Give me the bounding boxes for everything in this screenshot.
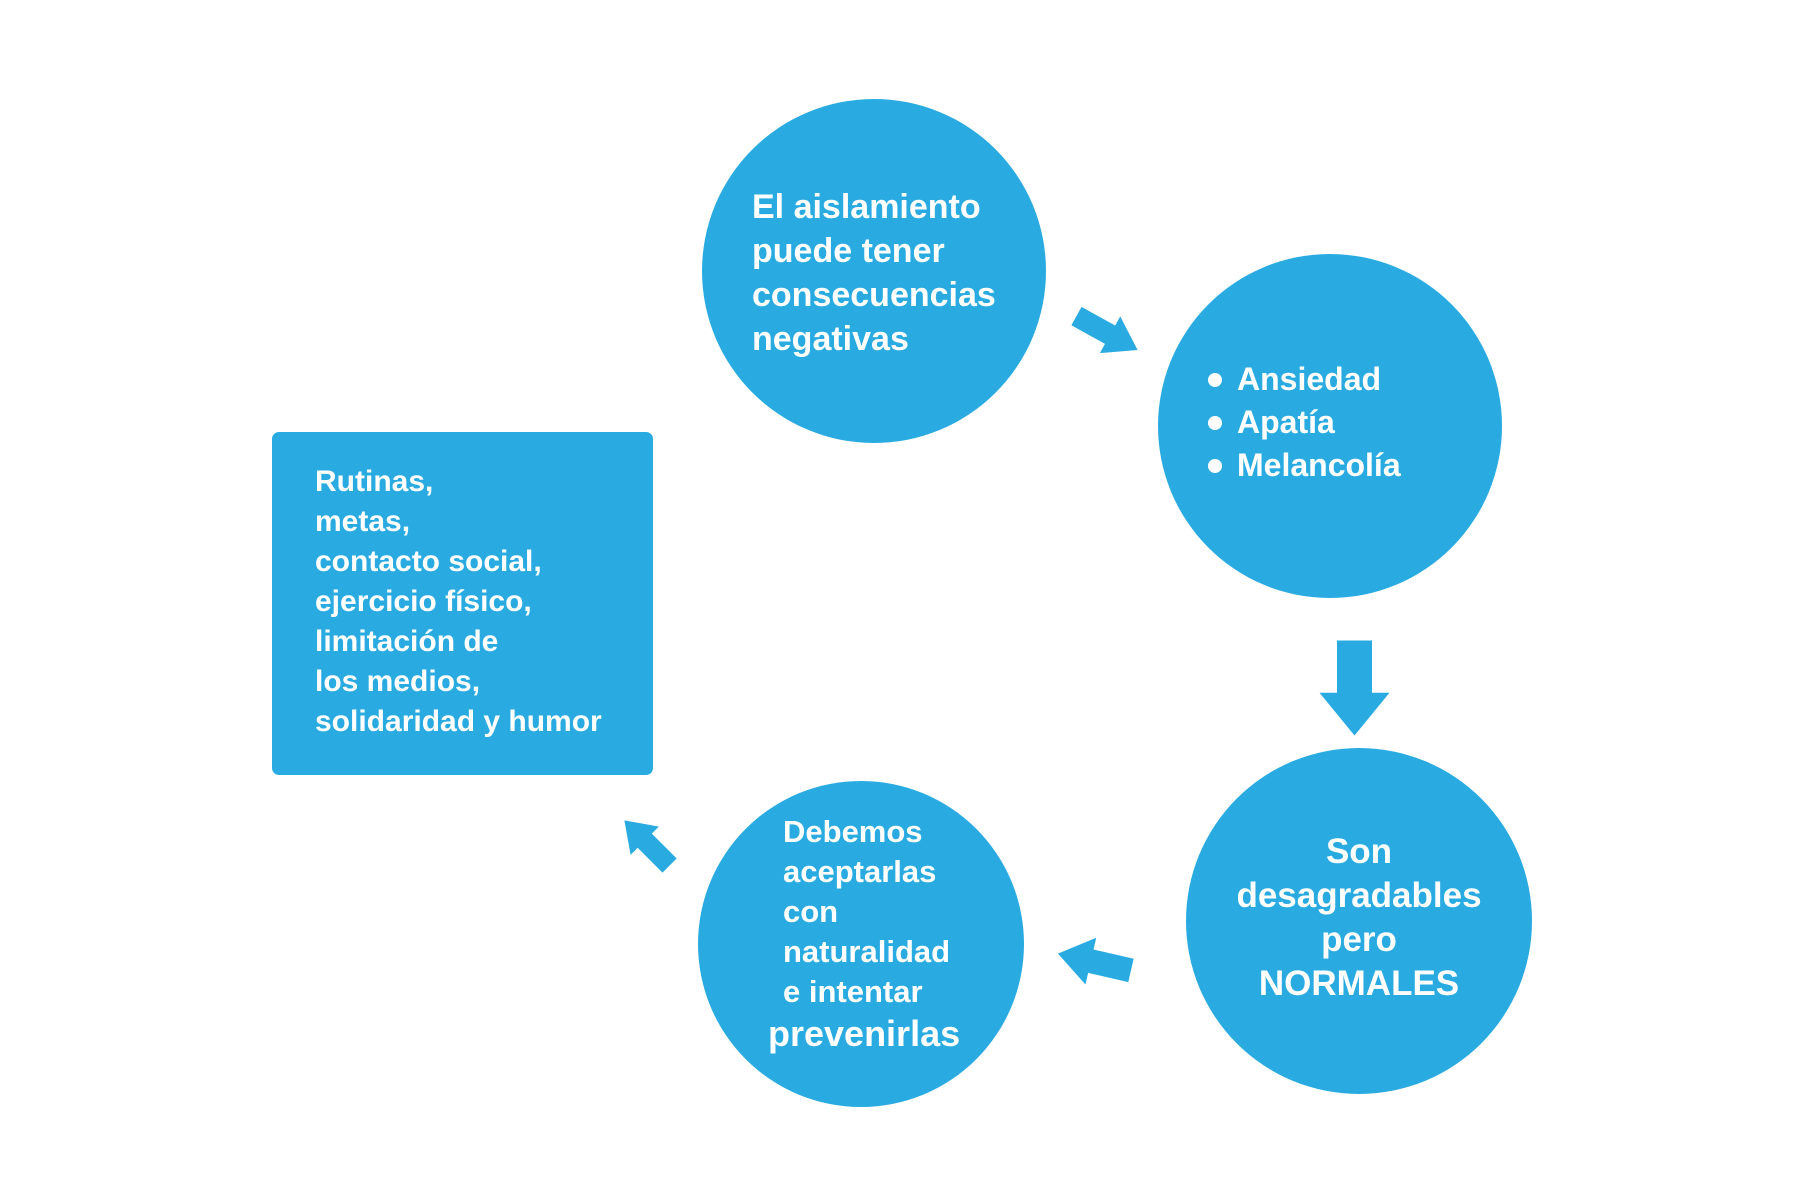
symptom-label: Ansiedad bbox=[1237, 361, 1382, 397]
bullet-icon bbox=[1208, 458, 1222, 473]
list-item: Ansiedad bbox=[1208, 358, 1401, 401]
node-coping-strategies: Rutinas, metas, contacto social, ejercic… bbox=[272, 432, 653, 775]
node-text: Rutinas, metas, contacto social, ejercic… bbox=[315, 462, 602, 742]
node-symptoms: Ansiedad Apatía Melancolía bbox=[1158, 254, 1502, 598]
symptom-list: Ansiedad Apatía Melancolía bbox=[1208, 358, 1401, 487]
node-line: los medios, bbox=[315, 665, 481, 698]
node-line: pero bbox=[1321, 920, 1397, 959]
bullet-icon bbox=[1208, 372, 1222, 387]
node-line: ejercicio físico, bbox=[315, 585, 532, 618]
node-line: con bbox=[783, 894, 839, 929]
arrow-normal-to-accept-icon bbox=[1057, 937, 1134, 985]
node-text: Debemos aceptarlas con naturalidad e int… bbox=[783, 812, 950, 1012]
node-line: limitación de bbox=[315, 625, 499, 658]
node-line: desagradables bbox=[1236, 876, 1482, 915]
node-line: NORMALES bbox=[1258, 964, 1460, 1003]
bullet-icon bbox=[1208, 415, 1222, 430]
node-line-emphasis: prevenirlas bbox=[768, 1013, 961, 1054]
arrow-isolation-to-symptoms-icon bbox=[1071, 306, 1138, 354]
node-normal-feelings: Son desagradables pero NORMALES bbox=[1186, 748, 1532, 1094]
node-text: El aislamiento puede tener consecuencias… bbox=[752, 185, 996, 361]
list-item: Apatía bbox=[1208, 401, 1401, 444]
node-accept-prevent: Debemos aceptarlas con naturalidad e int… bbox=[698, 781, 1024, 1107]
list-item: Melancolía bbox=[1208, 444, 1401, 487]
node-line: aceptarlas bbox=[783, 854, 937, 889]
node-text: Son desagradables pero NORMALES bbox=[1186, 830, 1532, 1006]
symptom-label: Melancolía bbox=[1237, 447, 1401, 483]
symptom-label: Apatía bbox=[1237, 404, 1335, 440]
node-line: contacto social, bbox=[315, 545, 542, 578]
node-line: Rutinas, bbox=[315, 465, 434, 498]
node-line: Son bbox=[1325, 832, 1393, 871]
node-line: Debemos bbox=[783, 814, 923, 849]
node-line: negativas bbox=[752, 320, 909, 358]
node-line: solidaridad y humor bbox=[315, 705, 602, 738]
node-line: El aislamiento bbox=[752, 188, 981, 226]
node-line: metas, bbox=[315, 505, 411, 538]
node-isolation-consequences: El aislamiento puede tener consecuencias… bbox=[702, 99, 1046, 443]
arrow-symptoms-to-normal-icon bbox=[1319, 640, 1390, 736]
arrow-accept-to-strategies-icon bbox=[624, 820, 677, 873]
node-line: puede tener bbox=[752, 232, 945, 270]
node-line: consecuencias bbox=[752, 276, 996, 314]
node-line: naturalidad bbox=[783, 934, 951, 969]
node-line: e intentar bbox=[783, 974, 923, 1009]
